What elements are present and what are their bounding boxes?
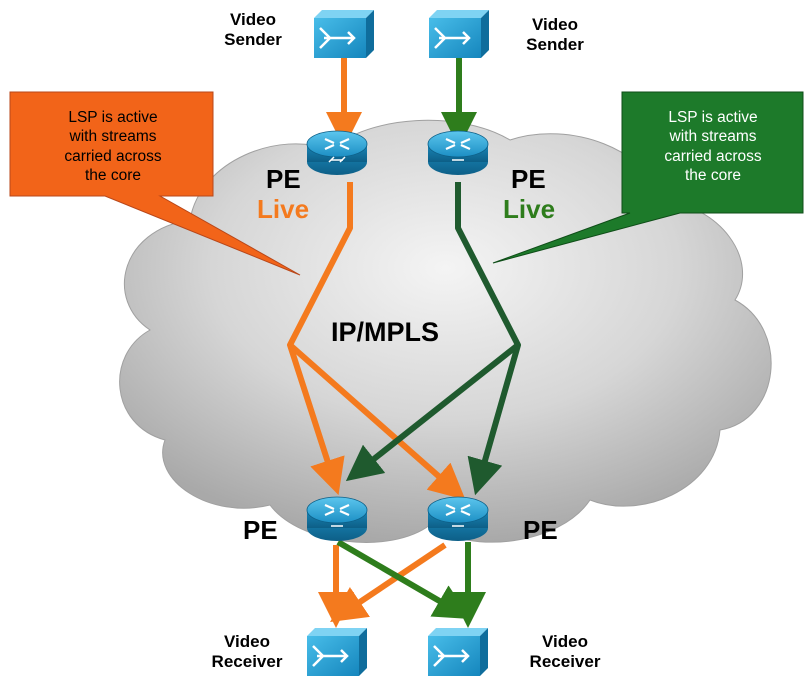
video-switch-icon	[428, 628, 488, 676]
orange-stream-paths	[287, 52, 466, 628]
router-icon	[306, 496, 368, 541]
callout-green	[492, 91, 804, 264]
pe-label-egress-right: PE	[523, 515, 558, 545]
orange-arrow-right	[288, 342, 466, 500]
router-icon	[306, 130, 368, 175]
live-label-right: Live	[503, 194, 556, 224]
green-stream-paths	[336, 52, 521, 628]
pe-label-egress-left: PE	[243, 515, 278, 545]
pe-label-ingress-left: PE	[266, 164, 301, 194]
live-label-left: Live	[257, 194, 310, 224]
video-switch-icon	[429, 10, 489, 58]
green-arrow-right	[455, 182, 521, 496]
callout-orange	[9, 91, 301, 276]
orange-arrow-left	[287, 182, 353, 496]
video-switch-icon	[307, 628, 367, 676]
green-arrow-left	[345, 342, 520, 482]
green-arrow-rx-cross	[336, 539, 471, 620]
pe-label-ingress-right: PE	[511, 164, 546, 194]
router-icon	[427, 130, 489, 175]
network-label: IP/MPLS	[331, 317, 440, 347]
router-icon	[427, 496, 489, 541]
video-switch-icon	[314, 10, 374, 58]
